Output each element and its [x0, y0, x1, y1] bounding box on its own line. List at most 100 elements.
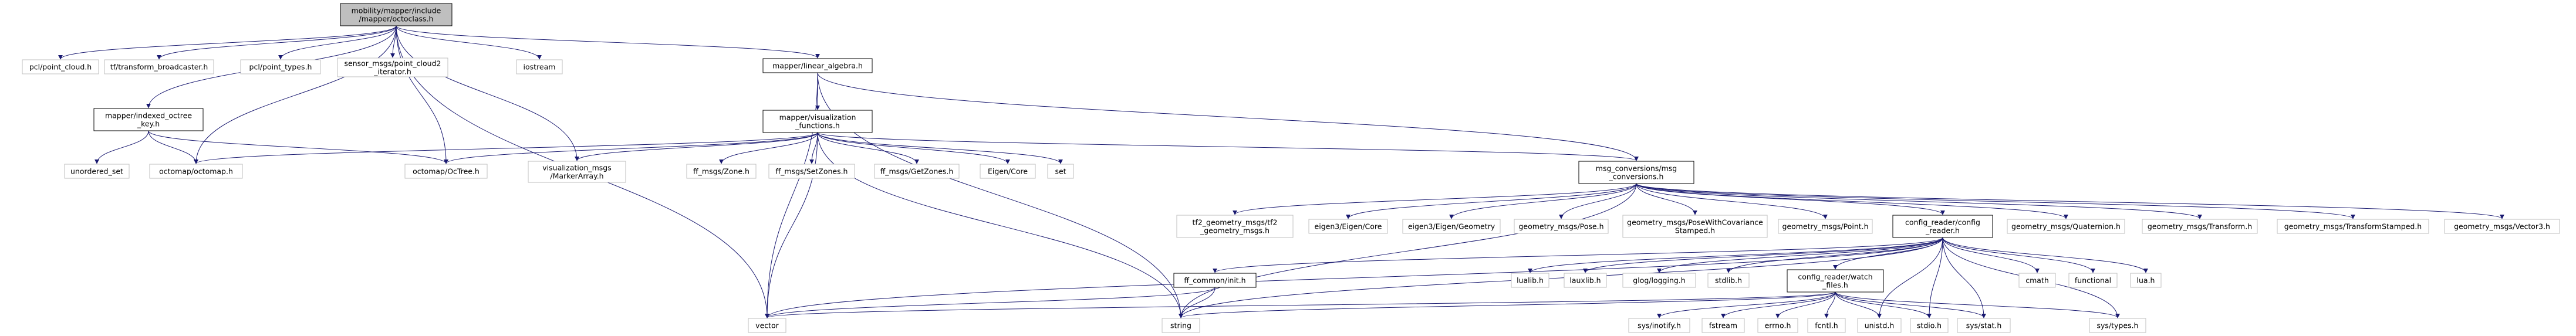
node-box-eigen3_core	[1308, 219, 1388, 234]
node-tf_broadcaster: tf/transform_broadcaster.h	[104, 59, 214, 74]
edge-indexed_octree-to-octomap	[148, 130, 198, 164]
node-geom_point: geometry_msgs/Point.h	[1778, 219, 1873, 234]
node-box-unistd	[1857, 318, 1902, 333]
node-sensor_msgs_iter: sensor_msgs/point_cloud2_iterator.h	[337, 57, 448, 77]
edge-vis_functions-to-marker_array	[575, 132, 818, 161]
edge-config_reader-to-lauxlib	[1583, 237, 1943, 273]
node-eigen_core: Eigen/Core	[980, 164, 1036, 179]
edge-root-to-pcl_point_types	[278, 25, 397, 60]
edge-config_reader-to-vector	[765, 237, 1943, 318]
node-label-octree-0: octomap/OcTree.h	[413, 167, 480, 176]
node-box-pcl_point_types	[240, 59, 321, 74]
node-config_reader[interactable]: config_reader/config_reader.h	[1892, 215, 1993, 238]
node-lua: lua.h	[2130, 273, 2162, 288]
edge-root-to-octree	[396, 25, 448, 164]
node-label-sys_inotify-0: sys/inotify.h	[1638, 321, 1681, 330]
edge-msg_conversions-to-string	[1179, 183, 1637, 318]
node-box-tf2_geometry	[1176, 215, 1294, 238]
node-unistd: unistd.h	[1857, 318, 1902, 333]
node-box-indexed_octree	[93, 108, 204, 131]
node-label-pcl_point_types-0: pcl/point_types.h	[249, 63, 312, 72]
node-lauxlib: lauxlib.h	[1564, 273, 1607, 288]
node-box-geom_posecov	[1622, 215, 1768, 238]
edge-vis_functions-to-octomap	[194, 132, 818, 164]
node-watch_files[interactable]: config_reader/watch_files.h	[1787, 269, 1884, 293]
node-box-octree	[404, 164, 488, 179]
node-string: string	[1162, 318, 1200, 333]
node-label-functional-0: functional	[2075, 276, 2111, 285]
node-label-marker_array-0: visualization_msgs	[542, 164, 611, 172]
node-label-geom_vector3-0: geometry_msgs/Vector3.h	[2454, 222, 2550, 231]
node-glog: glog/logging.h	[1622, 273, 1696, 288]
node-box-stdio	[1910, 318, 1949, 333]
edge-ff_init-to-vector	[765, 287, 1216, 318]
node-box-errno	[1757, 318, 1798, 333]
edge-watch_files-to-sys_types	[1835, 291, 2120, 318]
node-box-geom_transform	[2142, 219, 2258, 234]
node-ff_init[interactable]: ff_common/init.h	[1173, 273, 1257, 288]
edge-vis_functions-to-eigen_core	[817, 132, 1010, 164]
node-stdio: stdio.h	[1910, 318, 1949, 333]
node-label-sys_types-0: sys/types.h	[2097, 321, 2139, 330]
node-label-eigen3_core-0: eigen3/Eigen/Core	[1315, 222, 1382, 231]
node-label-geom_point-0: geometry_msgs/Point.h	[1782, 222, 1868, 231]
node-box-set	[1047, 164, 1074, 179]
nodes: mobility/mapper/include/mapper/octoclass…	[22, 3, 2560, 333]
node-linear_algebra[interactable]: mapper/linear_algebra.h	[762, 58, 873, 73]
node-label-cmath-0: cmath	[2025, 276, 2049, 285]
edge-watch_files-to-string	[1179, 291, 1836, 318]
node-fcntl: fcntl.h	[1807, 318, 1846, 333]
node-box-config_reader	[1892, 215, 1993, 238]
node-label-unistd-0: unistd.h	[1865, 321, 1895, 330]
node-label-sensor_msgs_iter-1: _iterator.h	[373, 67, 411, 76]
node-msg_conversions[interactable]: msg_conversions/msg_conversions.h	[1578, 161, 1694, 184]
edge-watch_files-to-stdio	[1835, 291, 1932, 318]
node-box-lauxlib	[1564, 273, 1607, 288]
node-sys_inotify: sys/inotify.h	[1628, 318, 1690, 333]
node-octree: octomap/OcTree.h	[404, 164, 488, 179]
node-label-vis_functions-1: _functions.h	[795, 121, 840, 130]
edge-root-to-tf_broadcaster	[157, 25, 397, 60]
node-label-stdlib-0: stdlib.h	[1715, 276, 1742, 285]
node-stdlib: stdlib.h	[1707, 273, 1750, 288]
edge-msg_conversions-to-geom_quat	[1636, 183, 2068, 219]
edge-msg_conversions-to-geom_transform_stamped	[1636, 183, 2355, 219]
node-sys_stat: sys/stat.h	[1957, 318, 2011, 333]
edge-msg_conversions-to-tf2_geometry	[1233, 183, 1637, 215]
node-box-vector	[748, 318, 786, 333]
node-label-ff_setzones-0: ff_msgs/SetZones.h	[776, 167, 848, 176]
node-box-sys_stat	[1957, 318, 2011, 333]
node-pcl_point_types: pcl/point_types.h	[240, 59, 321, 74]
node-box-fcntl	[1807, 318, 1846, 333]
node-label-tf2_geometry-1: _geometry_msgs.h	[1200, 226, 1270, 235]
node-indexed_octree[interactable]: mapper/indexed_octree_key.h	[93, 108, 204, 131]
edge-vis_functions-to-string	[817, 132, 1183, 318]
edge-vis_functions-to-octree	[444, 132, 818, 164]
node-label-root-0: mobility/mapper/include	[352, 6, 441, 15]
node-root[interactable]: mobility/mapper/include/mapper/octoclass…	[340, 3, 453, 26]
node-label-eigen3_geometry-0: eigen3/Eigen/Geometry	[1408, 222, 1495, 231]
node-vis_functions[interactable]: mapper/visualization_functions.h	[762, 110, 873, 133]
node-label-indexed_octree-1: _key.h	[137, 120, 160, 128]
edge-config_reader-to-lua	[1942, 237, 2148, 273]
node-eigen3_geometry: eigen3/Eigen/Geometry	[1402, 219, 1501, 234]
node-label-glog-0: glog/logging.h	[1633, 276, 1685, 285]
node-box-iostream	[516, 59, 563, 74]
node-box-cmath	[2018, 273, 2056, 288]
node-label-fcntl-0: fcntl.h	[1815, 321, 1838, 330]
node-label-ff_init-0: ff_common/init.h	[1184, 276, 1245, 285]
node-label-fstream-0: fstream	[1709, 321, 1737, 330]
node-set: set	[1047, 164, 1074, 179]
node-geom_pose: geometry_msgs/Pose.h	[1514, 219, 1609, 234]
edge-root-to-pcl_point_cloud	[58, 25, 397, 60]
node-box-ff_setzones	[768, 164, 855, 179]
node-ff_zone: ff_msgs/Zone.h	[686, 164, 757, 179]
node-label-eigen_core-0: Eigen/Core	[988, 167, 1028, 176]
node-box-stdlib	[1707, 273, 1750, 288]
node-label-octomap-0: octomap/octomap.h	[159, 167, 233, 176]
node-box-geom_point	[1778, 219, 1873, 234]
node-box-lua	[2130, 273, 2162, 288]
node-cmath: cmath	[2018, 273, 2056, 288]
node-box-functional	[2068, 273, 2118, 288]
